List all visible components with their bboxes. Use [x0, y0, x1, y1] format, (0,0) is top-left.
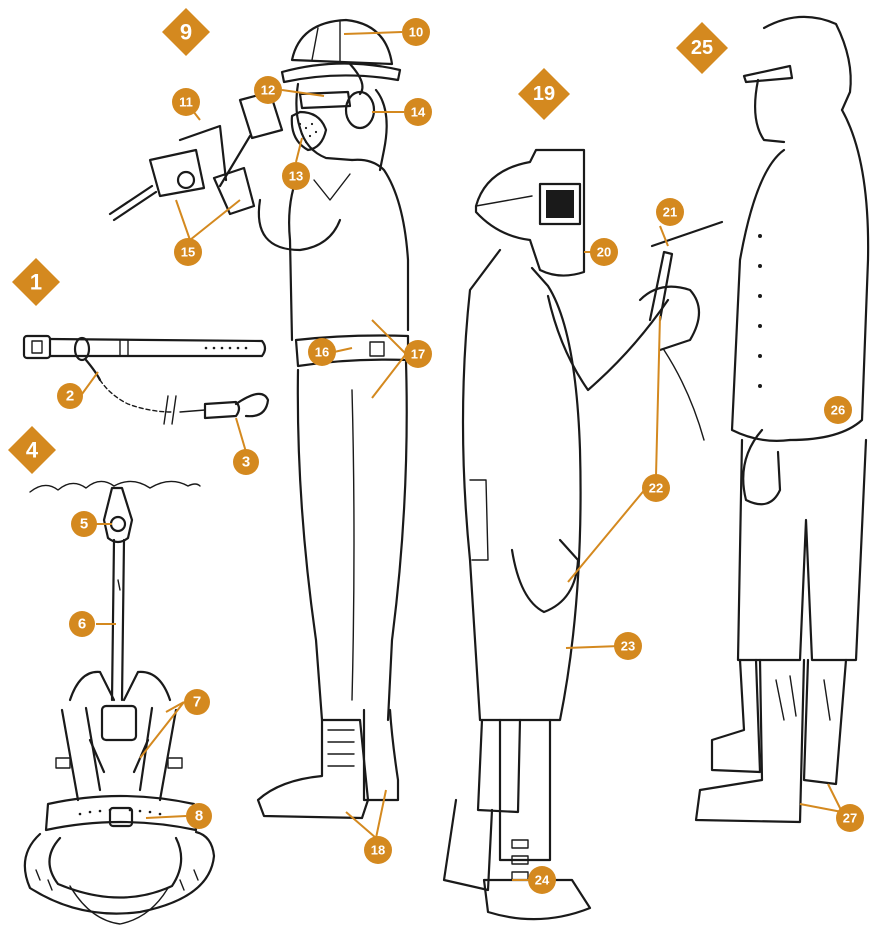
- svg-text:4: 4: [26, 438, 39, 463]
- callout-8: 8: [186, 803, 212, 829]
- svg-text:23: 23: [621, 639, 635, 654]
- callout-11: 11: [172, 88, 200, 116]
- svg-text:24: 24: [535, 873, 550, 888]
- callout-16: 16: [308, 338, 336, 366]
- svg-text:25: 25: [691, 37, 713, 59]
- callout-24: 24: [528, 866, 556, 894]
- worker-with-hammer-illustration: [110, 20, 408, 818]
- section-marker-1: 1: [12, 258, 60, 306]
- svg-text:14: 14: [411, 105, 426, 120]
- svg-text:13: 13: [289, 169, 303, 184]
- svg-text:9: 9: [180, 20, 192, 45]
- svg-text:3: 3: [242, 454, 250, 471]
- leader-lines: [82, 32, 842, 880]
- section-marker-19: 19: [518, 68, 570, 120]
- callout-5: 5: [71, 511, 97, 537]
- section-marker-4: 4: [8, 426, 56, 474]
- svg-text:26: 26: [831, 403, 845, 418]
- svg-text:1: 1: [30, 270, 42, 295]
- callout-6: 6: [69, 611, 95, 637]
- callout-18: 18: [364, 836, 392, 864]
- svg-text:6: 6: [78, 616, 86, 633]
- svg-text:27: 27: [843, 811, 857, 826]
- svg-text:7: 7: [193, 694, 201, 711]
- callout-2: 2: [57, 383, 83, 409]
- svg-text:20: 20: [597, 245, 611, 260]
- callout-7: 7: [184, 689, 210, 715]
- callout-20: 20: [590, 238, 618, 266]
- callout-12: 12: [254, 76, 282, 104]
- svg-text:18: 18: [371, 843, 385, 858]
- svg-text:12: 12: [261, 83, 275, 98]
- svg-text:11: 11: [179, 95, 193, 110]
- section-marker-9: 9: [162, 8, 210, 56]
- svg-text:19: 19: [533, 83, 555, 105]
- svg-text:17: 17: [411, 347, 425, 362]
- svg-text:21: 21: [663, 205, 677, 220]
- callout-26: 26: [824, 396, 852, 424]
- callout-27: 27: [836, 804, 864, 832]
- section-markers: 1 4 9 19 25: [8, 8, 728, 474]
- safety-belt-illustration: [24, 336, 268, 424]
- callout-13: 13: [282, 162, 310, 190]
- callout-23: 23: [614, 632, 642, 660]
- svg-text:5: 5: [80, 516, 88, 533]
- callout-15: 15: [174, 238, 202, 266]
- callout-14: 14: [404, 98, 432, 126]
- svg-text:15: 15: [181, 245, 195, 260]
- svg-text:8: 8: [195, 808, 203, 825]
- section-marker-25: 25: [676, 22, 728, 74]
- svg-text:22: 22: [649, 481, 663, 496]
- svg-text:2: 2: [66, 388, 74, 405]
- numbered-callouts: 2 3 5 6 7 8 10 11 12 13 14 15 16 17 18 2…: [57, 18, 864, 894]
- callout-3: 3: [233, 449, 259, 475]
- svg-text:16: 16: [315, 345, 329, 360]
- callout-17: 17: [404, 340, 432, 368]
- callout-21: 21: [656, 198, 684, 226]
- callout-10: 10: [402, 18, 430, 46]
- callout-22: 22: [642, 474, 670, 502]
- svg-text:10: 10: [409, 25, 423, 40]
- welder-illustration: [444, 150, 722, 919]
